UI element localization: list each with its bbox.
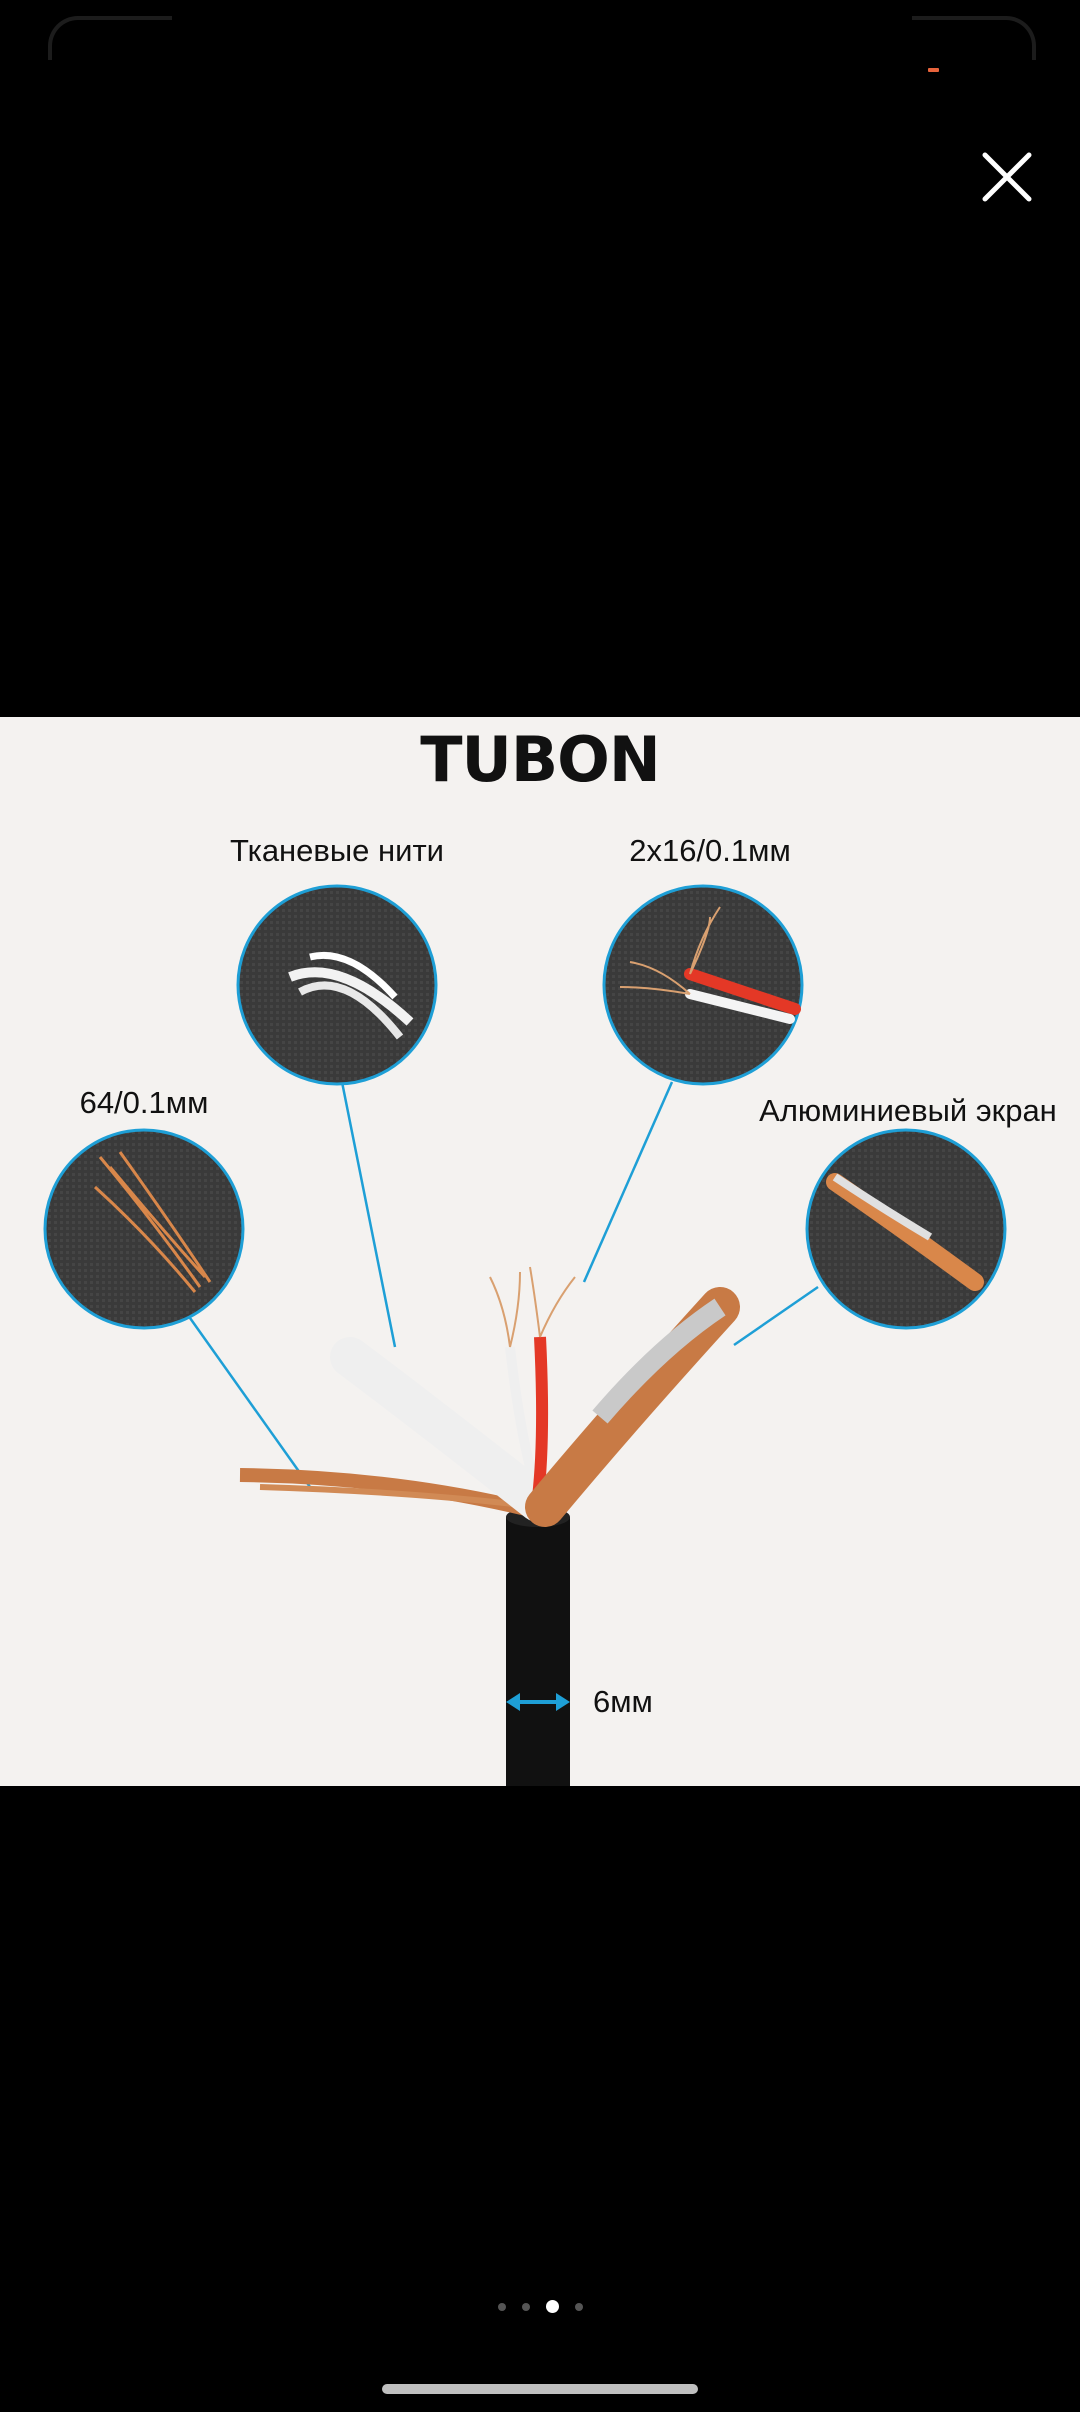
- status-indicator: [928, 68, 939, 72]
- callout-outer-strands: [43, 1128, 245, 1330]
- status-bar-left: [48, 16, 172, 60]
- image-pager[interactable]: [0, 2300, 1080, 2313]
- callout-fabric-threads: [236, 884, 438, 1086]
- cable-illustration: [239, 1266, 740, 1786]
- pager-dot[interactable]: [521, 2302, 530, 2311]
- pager-dot-active[interactable]: [545, 2300, 559, 2313]
- close-icon: [982, 152, 1032, 202]
- home-indicator[interactable]: [382, 2384, 698, 2394]
- brand-logo: TUBON: [420, 723, 660, 796]
- callout-aluminum-shield: [805, 1128, 1007, 1330]
- label-aluminum-shield: Алюминиевый экран: [759, 1093, 1057, 1128]
- pager-dot[interactable]: [497, 2302, 506, 2311]
- close-button[interactable]: [975, 145, 1039, 209]
- label-fabric-threads: Тканевые нити: [230, 833, 444, 868]
- status-bar-right: [912, 16, 1036, 60]
- diameter-marker: [506, 1693, 570, 1711]
- product-image[interactable]: TUBON Тканевые нити 2x16/0.1мм 64/0.1мм …: [0, 717, 1080, 1786]
- callout-lines: [188, 1081, 819, 1488]
- diameter-label: 6мм: [593, 1684, 653, 1719]
- label-outer-strands: 64/0.1мм: [80, 1085, 209, 1120]
- pager-dot[interactable]: [574, 2302, 583, 2311]
- label-inner-cores: 2x16/0.1мм: [629, 833, 791, 868]
- callout-inner-cores: [602, 884, 804, 1086]
